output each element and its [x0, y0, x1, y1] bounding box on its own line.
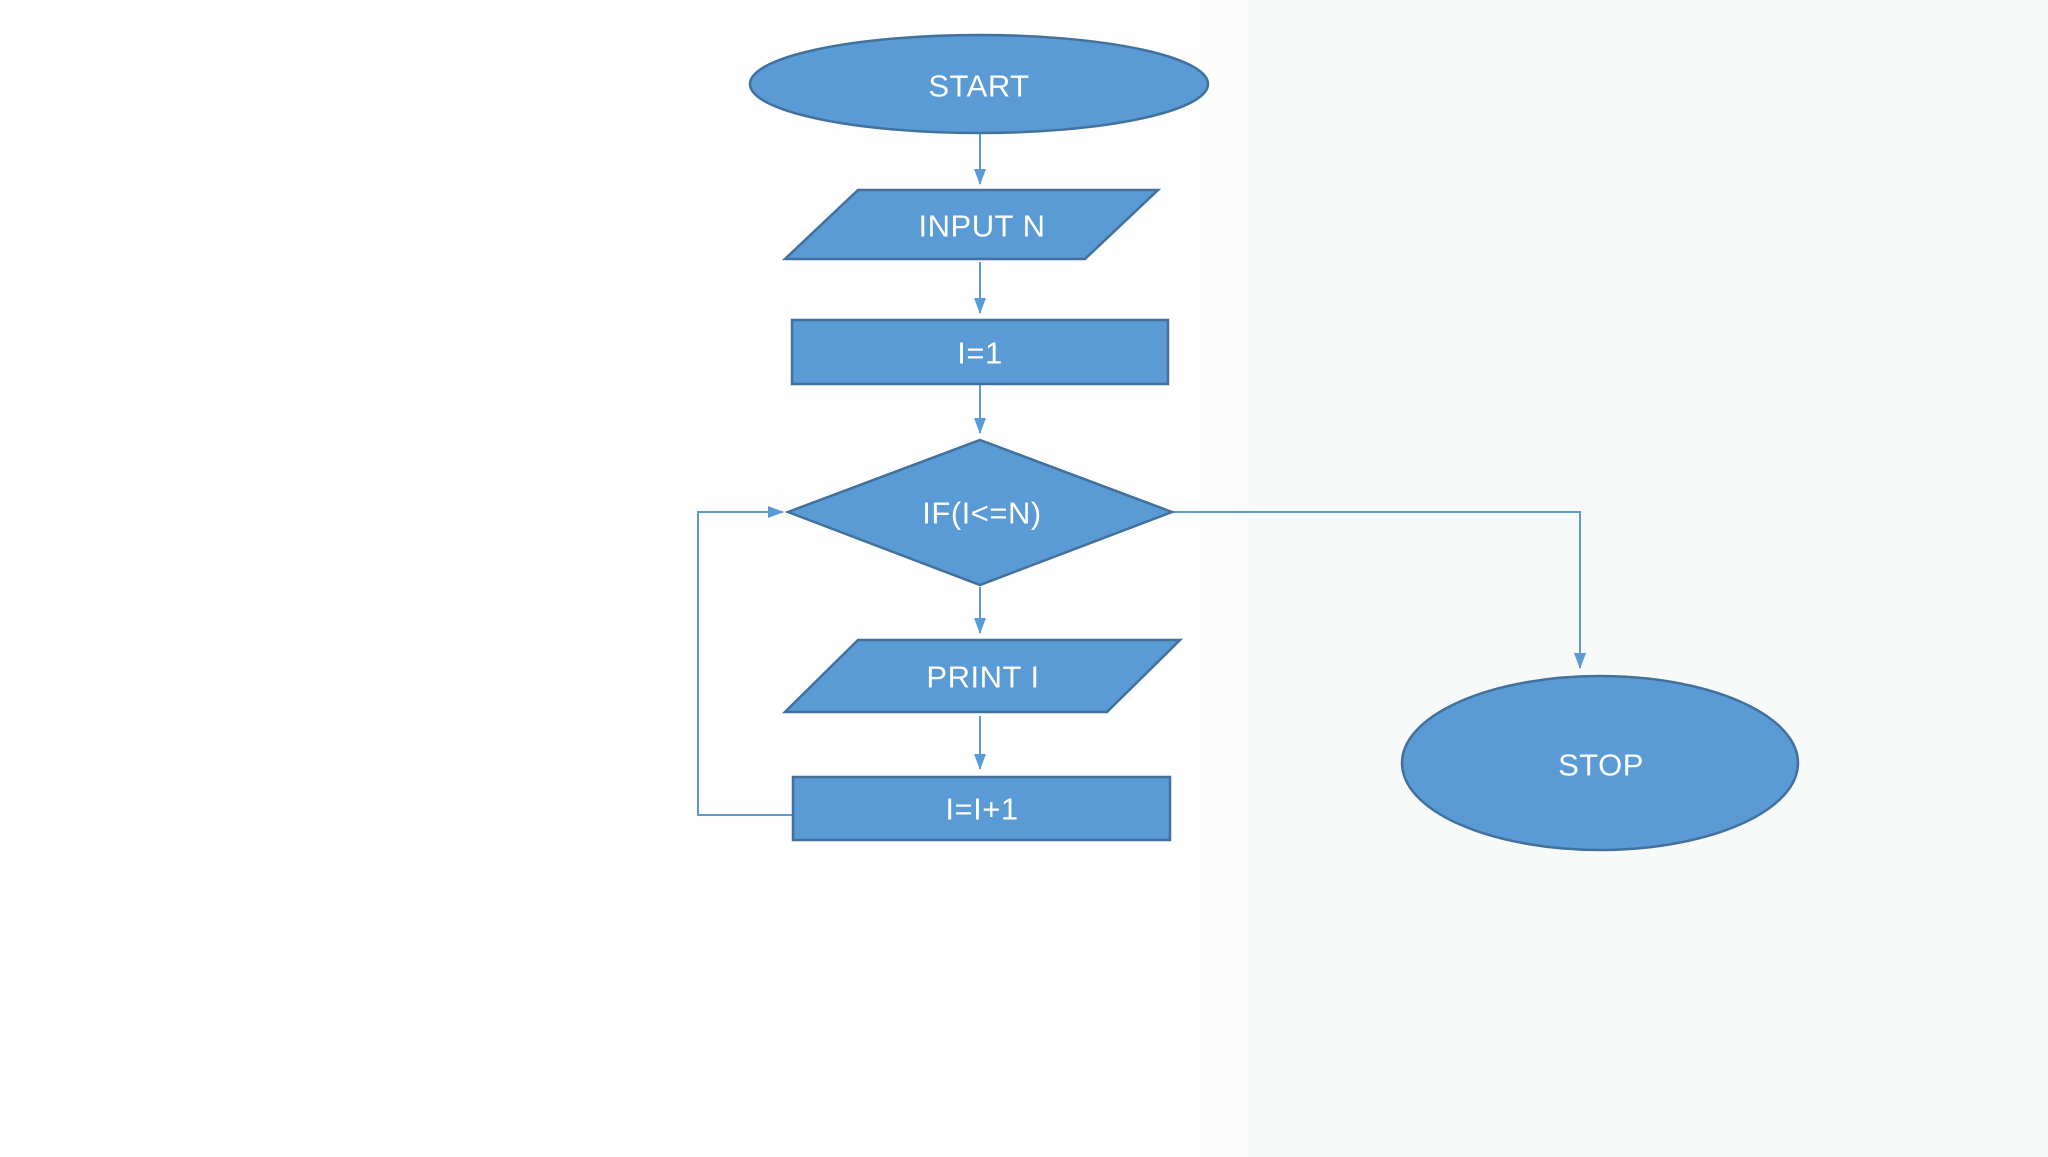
- node-input-n: INPUT N: [781, 188, 1162, 261]
- io-parallelogram: [781, 638, 1184, 714]
- node-label-stop: STOP: [1558, 748, 1644, 783]
- edge-condition-to-stop: [1172, 511, 1586, 669]
- node-loop-condition: IF(I<=N): [784, 438, 1176, 587]
- node-label-start: START: [928, 69, 1029, 104]
- node-label-input-n: INPUT N: [919, 209, 1046, 244]
- terminator-ellipse: [1400, 674, 1800, 852]
- node-label-init-i: I=1: [957, 336, 1002, 371]
- node-init-i: I=1: [790, 318, 1170, 386]
- process-rectangle: [790, 318, 1170, 386]
- terminator-ellipse: [748, 33, 1210, 135]
- node-label-increment-i: I=I+1: [945, 792, 1018, 827]
- decision-diamond: [784, 438, 1176, 587]
- io-parallelogram: [781, 188, 1162, 261]
- node-print-i: PRINT I: [781, 638, 1184, 714]
- node-label-print-i: PRINT I: [926, 660, 1039, 695]
- node-start: START: [748, 33, 1210, 135]
- node-stop: STOP: [1400, 674, 1800, 852]
- edge-increment-loop-to-condition: [697, 506, 794, 816]
- node-increment-i: I=I+1: [791, 775, 1172, 842]
- node-label-loop-condition: IF(I<=N): [922, 496, 1041, 531]
- process-rectangle: [791, 775, 1172, 842]
